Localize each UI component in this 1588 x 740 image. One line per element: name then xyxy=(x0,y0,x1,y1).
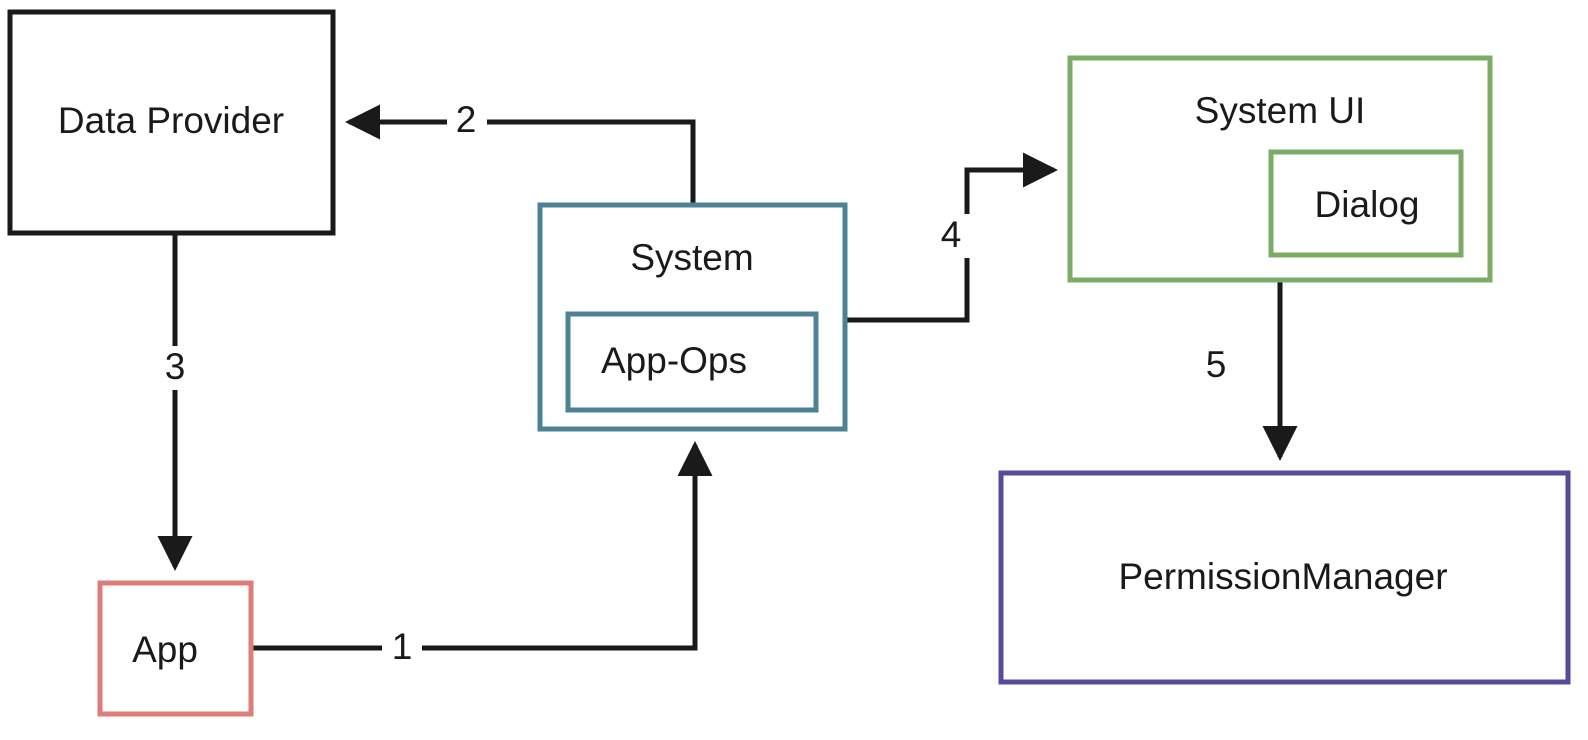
edge-2-label-halo xyxy=(447,101,487,141)
data-provider-label: Data Provider xyxy=(58,100,284,141)
node-app[interactable]: App xyxy=(97,580,254,717)
edge-2-system-to-data-provider: 2 xyxy=(344,99,696,205)
node-system-ui[interactable]: System UI Dialog xyxy=(1067,55,1493,283)
edge-3-label-halo xyxy=(155,346,195,390)
edge-4-label-halo xyxy=(931,214,971,258)
app-label: App xyxy=(132,629,198,670)
app-ops-box[interactable] xyxy=(565,311,819,413)
edge-5-system-ui-to-permission-manager: 5 xyxy=(1206,280,1298,462)
edge-1-app-to-system: 1 xyxy=(251,440,713,668)
data-provider-box[interactable] xyxy=(7,9,336,236)
edge-3-label: 3 xyxy=(165,346,186,387)
edge-5-label: 5 xyxy=(1206,344,1227,385)
system-ui-label: System UI xyxy=(1195,90,1366,131)
edge-4-label: 4 xyxy=(941,214,962,255)
edge-2-line xyxy=(344,104,696,205)
edge-4-system-to-system-ui: 4 xyxy=(845,152,1059,323)
system-label: System xyxy=(630,237,753,278)
dialog-label: Dialog xyxy=(1315,184,1420,225)
edge-1-label-halo xyxy=(382,628,422,668)
permission-manager-label: PermissionManager xyxy=(1118,556,1447,597)
edge-3-data-provider-to-app: 3 xyxy=(155,233,195,572)
app-ops-label: App-Ops xyxy=(601,340,747,381)
dialog-box[interactable] xyxy=(1268,149,1464,258)
node-system[interactable]: System App-Ops xyxy=(537,202,848,432)
edge-1-label: 1 xyxy=(392,626,413,667)
node-data-provider[interactable]: Data Provider xyxy=(7,9,336,236)
permission-manager-box[interactable] xyxy=(998,470,1571,685)
edge-2-label: 2 xyxy=(456,99,477,140)
node-permission-manager[interactable]: PermissionManager xyxy=(998,470,1571,685)
app-box[interactable] xyxy=(97,580,254,717)
edge-1-line xyxy=(251,440,713,651)
